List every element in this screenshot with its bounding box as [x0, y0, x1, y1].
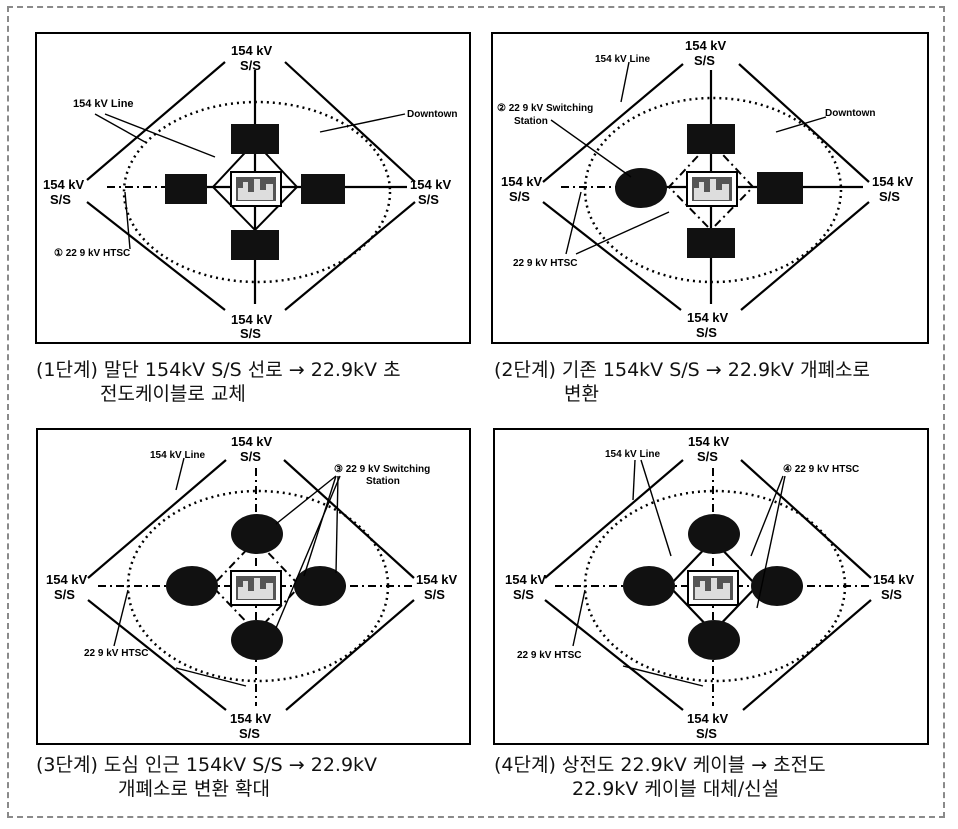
svg-text:S/S: S/S [509, 189, 530, 204]
svg-text:S/S: S/S [696, 726, 717, 741]
stage-3-htsc-label: 22 9 kV HTSC [84, 648, 148, 659]
svg-text:S/S: S/S [240, 326, 261, 341]
stage-1-top-ss-label: 154 kV [231, 43, 273, 58]
panel-stage-1: 154 kV S/S 154 kV Line Downtown 154 kV S… [35, 32, 471, 344]
figure-frame [7, 6, 945, 818]
svg-text:S/S: S/S [54, 587, 75, 602]
stage-4-htsc-label: ④ 22 9 kV HTSC [783, 464, 859, 475]
caption-stage-2: (2단계) 기존 154kV S/S → 22.9kV 개폐소로 변환 [494, 359, 871, 405]
svg-text:S/S: S/S [879, 189, 900, 204]
svg-text:S/S: S/S [513, 587, 534, 602]
svg-text:S/S: S/S [696, 325, 717, 340]
svg-text:Station: Station [366, 476, 400, 487]
stage-3-right-ss-label: 154 kV [416, 572, 458, 587]
svg-text:S/S: S/S [694, 53, 715, 68]
stage-4-bottom-ss-label: 154 kV [687, 711, 729, 726]
svg-text:S/S: S/S [418, 192, 439, 207]
panel-stage-2: 154 kV Line 154 kV S/S ② 22 9 kV Switchi… [491, 32, 929, 344]
svg-text:S/S: S/S [239, 726, 260, 741]
svg-text:S/S: S/S [240, 58, 261, 73]
svg-text:S/S: S/S [240, 449, 261, 464]
panel-stage-4: 154 kV Line 154 kV S/S ④ 22 9 kV HTSC 15… [493, 428, 929, 745]
stage-4-htsc-label-left: 22 9 kV HTSC [517, 650, 581, 661]
stage-4-line154-label: 154 kV Line [605, 449, 660, 460]
stage-2-diagram: 154 kV Line 154 kV S/S ② 22 9 kV Switchi… [491, 32, 929, 344]
stage-1-left-ss-label: 154 kV [43, 177, 85, 192]
stage-3-left-ss-label: 154 kV [46, 572, 88, 587]
svg-text:S/S: S/S [881, 587, 902, 602]
stage-1-bottom-ss-label: 154 kV [231, 312, 273, 327]
stage-2-right-ss-label: 154 kV [872, 174, 914, 189]
stage-4-top-ss-label: 154 kV [688, 434, 730, 449]
stage-3-switching-label: ③ 22 9 kV Switching [334, 464, 430, 475]
svg-text:S/S: S/S [424, 587, 445, 602]
stage-3-bottom-ss-label: 154 kV [230, 711, 272, 726]
caption-stage-4: (4단계) 상전도 22.9kV 케이블 → 초전도 22.9kV 케이블 대체… [494, 754, 826, 800]
stage-2-line154-label: 154 kV Line [595, 54, 650, 65]
stage-4-diagram: 154 kV Line 154 kV S/S ④ 22 9 kV HTSC 15… [493, 428, 929, 745]
stage-2-left-ss-label: 154 kV [501, 174, 543, 189]
stage-2-downtown-label: Downtown [825, 108, 876, 119]
stage-2-switching-label: ② 22 9 kV Switching [497, 103, 593, 114]
caption-stage-1: (1단계) 말단 154kV S/S 선로 → 22.9kV 초 전도케이블로 … [36, 359, 401, 405]
caption-stage-3: (3단계) 도심 인근 154kV S/S → 22.9kV 개폐소로 변환 확… [36, 754, 378, 800]
stage-2-htsc-label: 22 9 kV HTSC [513, 258, 577, 269]
svg-text:S/S: S/S [697, 449, 718, 464]
stage-4-left-ss-label: 154 kV [505, 572, 547, 587]
stage-3-diagram: 154 kV Line 154 kV S/S ③ 22 9 kV Switchi… [36, 428, 471, 745]
panel-stage-3: 154 kV Line 154 kV S/S ③ 22 9 kV Switchi… [36, 428, 471, 745]
stage-1-line154-label: 154 kV Line [73, 98, 134, 110]
stage-1-downtown-label: Downtown [407, 109, 458, 120]
stage-1-right-ss-label: 154 kV [410, 177, 452, 192]
stage-2-bottom-ss-label: 154 kV [687, 310, 729, 325]
stage-4-right-ss-label: 154 kV [873, 572, 915, 587]
stage-3-line154-label: 154 kV Line [150, 450, 205, 461]
svg-text:S/S: S/S [50, 192, 71, 207]
svg-text:Station: Station [514, 116, 548, 127]
stage-2-top-ss-label: 154 kV [685, 38, 727, 53]
stage-1-diagram: 154 kV S/S 154 kV Line Downtown 154 kV S… [35, 32, 471, 344]
stage-3-top-ss-label: 154 kV [231, 434, 273, 449]
stage-1-htsc-label: ① 22 9 kV HTSC [54, 248, 130, 259]
